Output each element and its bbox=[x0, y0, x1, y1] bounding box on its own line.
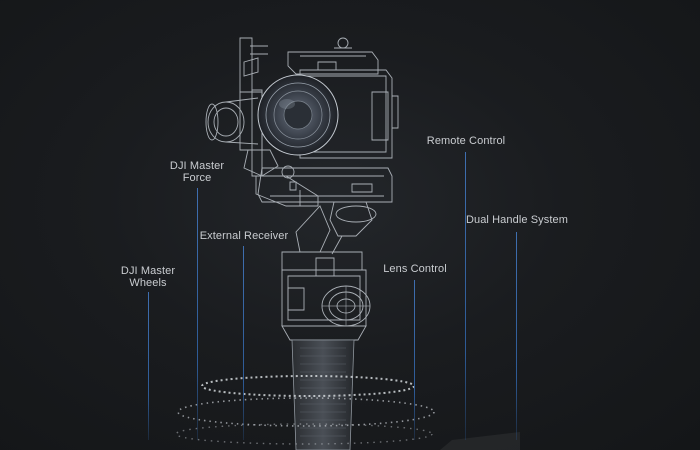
callout-label-lens-control: Lens Control bbox=[383, 263, 447, 275]
pan-arm bbox=[295, 201, 377, 255]
grip-handle bbox=[291, 339, 355, 450]
callout-line-external-receiver bbox=[243, 246, 244, 440]
callout-line-dual-handle-system bbox=[516, 232, 517, 440]
callout-line-lens-control bbox=[414, 280, 415, 440]
camera-lens bbox=[257, 74, 339, 156]
handle-head bbox=[281, 251, 367, 341]
floor-glow bbox=[440, 432, 520, 450]
callout-line-dji-master-force bbox=[197, 188, 198, 440]
base-plate bbox=[257, 165, 393, 203]
callout-label-external-receiver: External Receiver bbox=[199, 230, 289, 242]
callout-label-dji-master-force: DJI Master Force bbox=[169, 160, 225, 184]
focus-motor bbox=[205, 91, 263, 151]
callout-label-remote-control: Remote Control bbox=[426, 135, 506, 147]
callout-label-dual-handle-system: Dual Handle System bbox=[465, 214, 569, 226]
handle-dial bbox=[321, 285, 371, 327]
callout-line-dji-master-wheels bbox=[148, 292, 149, 440]
callout-label-dji-master-wheels: DJI Master Wheels bbox=[120, 265, 176, 289]
callout-line-remote-control bbox=[465, 152, 466, 440]
